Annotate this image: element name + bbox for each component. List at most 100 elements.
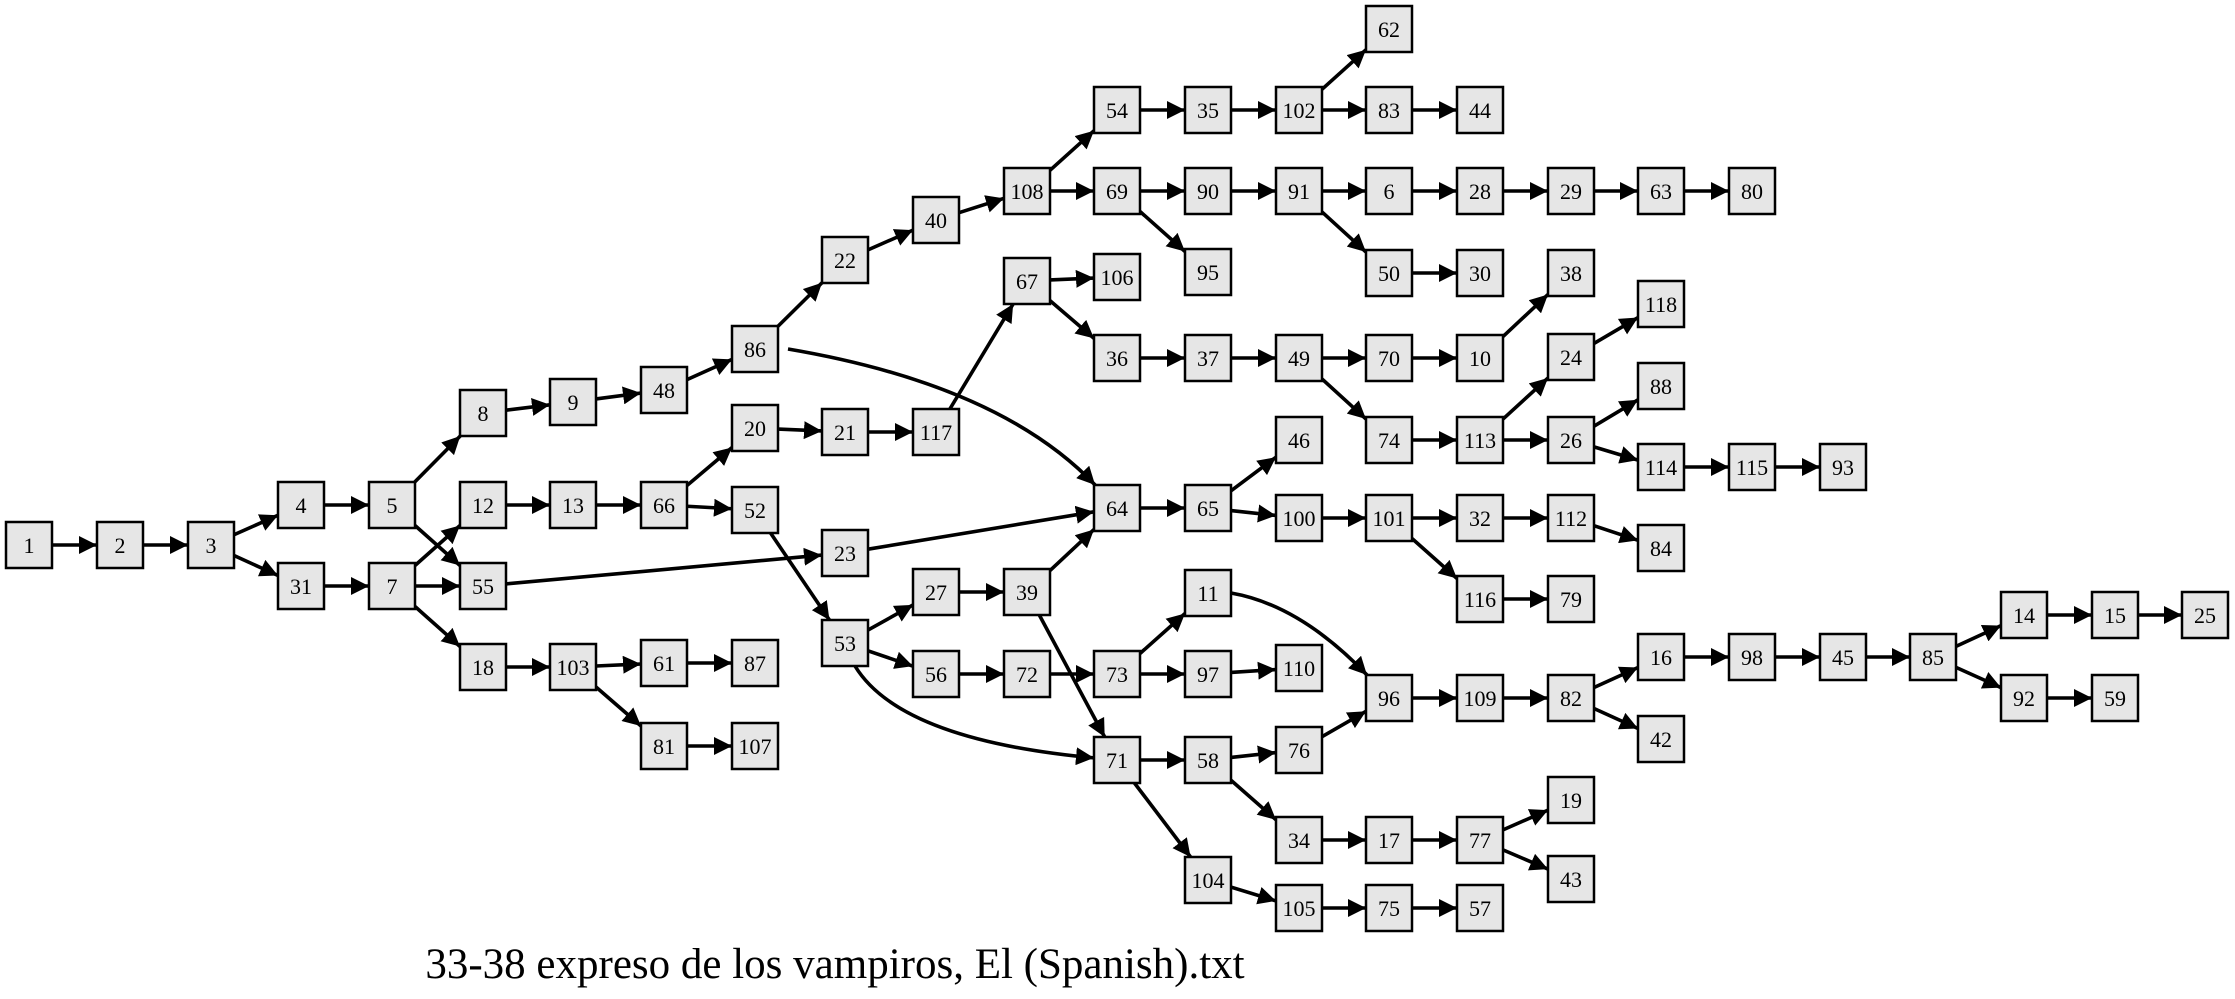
node-label: 108 xyxy=(1011,179,1044,204)
node-box xyxy=(1092,166,1142,216)
node-box xyxy=(458,561,508,611)
node-box xyxy=(1546,775,1596,825)
node-box xyxy=(639,721,689,771)
edge-71-104 xyxy=(1133,781,1192,859)
node-box xyxy=(1455,673,1505,723)
graph-node-108: 108 xyxy=(1002,166,1052,216)
node-label: 39 xyxy=(1016,580,1038,605)
graph-node-10: 10 xyxy=(1455,333,1505,383)
edge-49-74 xyxy=(1320,377,1368,421)
edge-82-42 xyxy=(1593,706,1639,731)
node-label: 66 xyxy=(653,493,675,518)
node-box xyxy=(1727,632,1777,682)
node-box xyxy=(276,480,326,530)
node-label: 85 xyxy=(1922,645,1944,670)
edge-73-11 xyxy=(1138,612,1187,655)
graph-node-23: 23 xyxy=(820,528,870,578)
node-box xyxy=(1364,415,1414,465)
edge-69-95 xyxy=(1138,210,1187,253)
graph-node-40: 40 xyxy=(911,195,961,245)
edge-66-52 xyxy=(686,498,733,517)
node-label: 92 xyxy=(2013,686,2035,711)
node-label: 103 xyxy=(557,655,590,680)
edge-53-27 xyxy=(867,603,914,632)
node-label: 57 xyxy=(1469,896,1491,921)
edge-112-84 xyxy=(1593,523,1639,544)
graph-node-105: 105 xyxy=(1274,883,1324,933)
node-box xyxy=(1364,248,1414,298)
graph-node-110: 110 xyxy=(1274,643,1324,693)
edge-85-14 xyxy=(1955,623,2002,649)
graph-node-44: 44 xyxy=(1455,85,1505,135)
node-label: 36 xyxy=(1106,346,1128,371)
node-label: 90 xyxy=(1197,179,1219,204)
node-box xyxy=(367,480,417,530)
graph-node-69: 69 xyxy=(1092,166,1142,216)
edge-108-54 xyxy=(1048,129,1096,172)
node-label: 67 xyxy=(1016,269,1038,294)
node-label: 46 xyxy=(1288,428,1310,453)
edge-65-100 xyxy=(1230,504,1277,523)
node-label: 18 xyxy=(472,655,494,680)
edge-24-118 xyxy=(1593,315,1639,346)
node-label: 69 xyxy=(1106,179,1128,204)
graph-node-21: 21 xyxy=(820,407,870,457)
node-box xyxy=(458,388,508,438)
node-box xyxy=(730,638,780,688)
node-box xyxy=(1092,649,1142,699)
edge-26-88 xyxy=(1593,398,1639,428)
node-box xyxy=(1636,632,1686,682)
graph-node-57: 57 xyxy=(1455,883,1505,933)
node-label: 32 xyxy=(1469,506,1491,531)
node-label: 44 xyxy=(1469,98,1491,123)
graph-node-84: 84 xyxy=(1636,523,1686,573)
graph-node-49: 49 xyxy=(1274,333,1324,383)
node-box xyxy=(1092,85,1142,135)
node-label: 48 xyxy=(653,378,675,403)
graph-node-117: 117 xyxy=(911,407,961,457)
graph-node-85: 85 xyxy=(1908,632,1958,682)
node-box xyxy=(1455,248,1505,298)
graph-node-39: 39 xyxy=(1002,567,1052,617)
node-box xyxy=(730,324,780,374)
edge-65-46 xyxy=(1229,455,1278,493)
edge-103-61 xyxy=(595,655,642,674)
node-box xyxy=(458,642,508,692)
graph-node-30: 30 xyxy=(1455,248,1505,298)
edge-22-40 xyxy=(867,228,914,252)
node-label: 43 xyxy=(1560,867,1582,892)
node-label: 7 xyxy=(387,574,398,599)
node-label: 117 xyxy=(920,420,952,445)
node-box xyxy=(1546,248,1596,298)
node-box xyxy=(2180,590,2230,640)
node-label: 20 xyxy=(744,416,766,441)
node-label: 95 xyxy=(1197,260,1219,285)
graph-node-101: 101 xyxy=(1364,493,1414,543)
node-box xyxy=(639,480,689,530)
node-box xyxy=(1455,166,1505,216)
graph-node-52: 52 xyxy=(730,485,780,535)
node-box xyxy=(1274,815,1324,865)
node-box xyxy=(1274,883,1324,933)
graph-node-73: 73 xyxy=(1092,649,1142,699)
edge-23-64 xyxy=(867,505,1095,551)
node-label: 38 xyxy=(1560,261,1582,286)
graph-node-32: 32 xyxy=(1455,493,1505,543)
graph-node-72: 72 xyxy=(1002,649,1052,699)
node-label: 56 xyxy=(925,662,947,687)
node-label: 71 xyxy=(1106,748,1128,773)
node-label: 98 xyxy=(1741,645,1763,670)
node-box xyxy=(1546,332,1596,382)
edge-104-105 xyxy=(1230,885,1277,905)
node-label: 88 xyxy=(1650,374,1672,399)
edge-55-23 xyxy=(505,547,823,586)
graph-node-97: 97 xyxy=(1183,649,1233,699)
graph-node-64: 64 xyxy=(1092,483,1142,533)
node-label: 25 xyxy=(2194,603,2216,628)
node-label: 82 xyxy=(1560,686,1582,711)
graph-node-13: 13 xyxy=(548,480,598,530)
node-label: 3 xyxy=(206,533,217,558)
graph-node-19: 19 xyxy=(1546,775,1596,825)
edge-3-4 xyxy=(233,513,279,537)
node-label: 5 xyxy=(387,493,398,518)
